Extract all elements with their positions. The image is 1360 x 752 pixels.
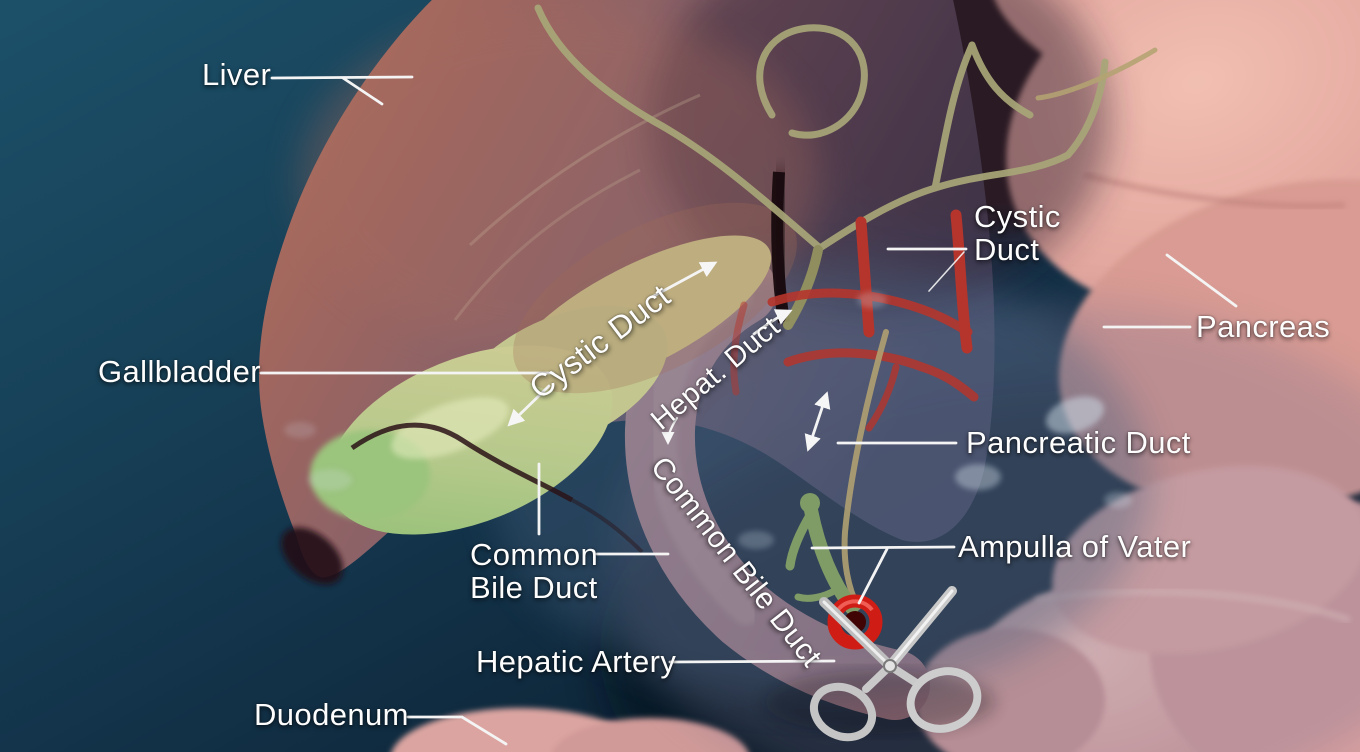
cystic-duct-label-line1: Cystic <box>974 199 1061 234</box>
liver-label: Liver <box>202 57 272 92</box>
hepatic-artery-vessels <box>730 209 979 432</box>
gallbladder-label: Gallbladder <box>98 354 261 389</box>
cystic-duct-label: Cystic Duct <box>974 200 1061 266</box>
common-bile-duct-label-line2: Bile Duct <box>470 570 598 605</box>
light-specks <box>284 292 1132 549</box>
pancreas-label: Pancreas <box>1196 309 1331 344</box>
liver-fissure <box>766 171 795 324</box>
ampulla-of-vater-label: Ampulla of Vater <box>958 529 1192 564</box>
duodenum-shape <box>391 708 749 752</box>
duodenum-label: Duodenum <box>254 697 409 732</box>
gallbladder-shape <box>310 202 797 554</box>
leader-lines <box>259 75 1238 746</box>
common-bile-duct-label: Common Bile Duct <box>470 538 598 604</box>
scissors <box>765 586 995 742</box>
cystic-duct-label-line2: Duct <box>974 232 1040 267</box>
hepatic-artery-label: Hepatic Artery <box>476 644 677 679</box>
pancreatic-duct-strand <box>841 47 1158 610</box>
common-bile-duct-label-line1: Common <box>470 537 599 572</box>
pancreatic-duct-label: Pancreatic Duct <box>966 425 1191 460</box>
